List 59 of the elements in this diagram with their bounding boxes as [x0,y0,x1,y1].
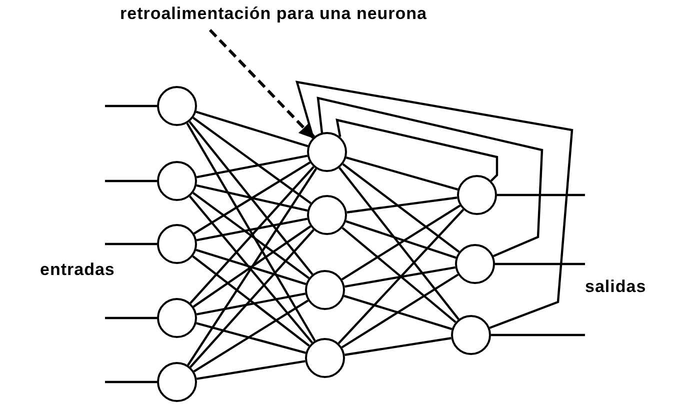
connection-line [491,334,585,336]
dashed-arrow [208,28,314,139]
neuron-circle [457,175,497,215]
neuron-circle [157,362,197,402]
connection-line [344,294,452,330]
connection-line [295,80,574,329]
connection-line [336,118,498,182]
connection-line [196,154,308,178]
connection-line [192,116,312,204]
connection-line [497,194,585,196]
connection-line [346,220,456,259]
connection-line [192,192,310,280]
connection-line [188,196,314,344]
connection-line [495,262,585,266]
connection-line [105,180,157,182]
neuron-circle [451,315,491,355]
connection-line [341,274,459,348]
connection-line [196,110,308,148]
connection-line [190,166,314,304]
connection-line [188,120,314,276]
connection-line [105,242,157,246]
neuron-circle [157,161,197,201]
connection-line [346,156,458,191]
neuron-circle [305,338,345,378]
connection-line [316,96,544,258]
annotation-text: retroalimentación para una neurona [120,4,428,24]
connection-line [105,380,157,384]
connection-line [342,226,456,324]
connection-line [342,163,460,253]
connection-line [196,184,308,212]
connection-line [341,204,461,280]
connection-line [192,225,312,308]
connection-line [105,104,157,108]
neuron-circle [307,195,347,235]
connection-line [196,360,306,380]
connection-line [190,229,314,368]
axis-label: entradas [40,260,115,280]
connection-line [105,316,157,320]
neuron-circle [157,224,197,264]
connection-line [338,167,460,320]
connection-line [196,248,306,286]
neuron-circle [455,244,495,284]
connection-line [193,162,311,234]
neuron-circle [307,132,347,172]
neuron-circle [157,298,197,338]
connection-line [344,337,452,356]
neuron-circle [157,86,197,126]
connection-line [346,196,458,214]
connection-line [338,208,464,344]
connection-line [196,218,308,242]
connection-line [192,255,310,347]
connection-line [196,322,306,354]
neuron-circle [305,270,345,310]
connection-line [193,300,309,372]
connection-line [196,292,306,316]
connection-line [187,168,317,366]
connection-line [186,122,316,342]
axis-label: salidas [585,277,646,297]
connection-line [344,266,456,288]
